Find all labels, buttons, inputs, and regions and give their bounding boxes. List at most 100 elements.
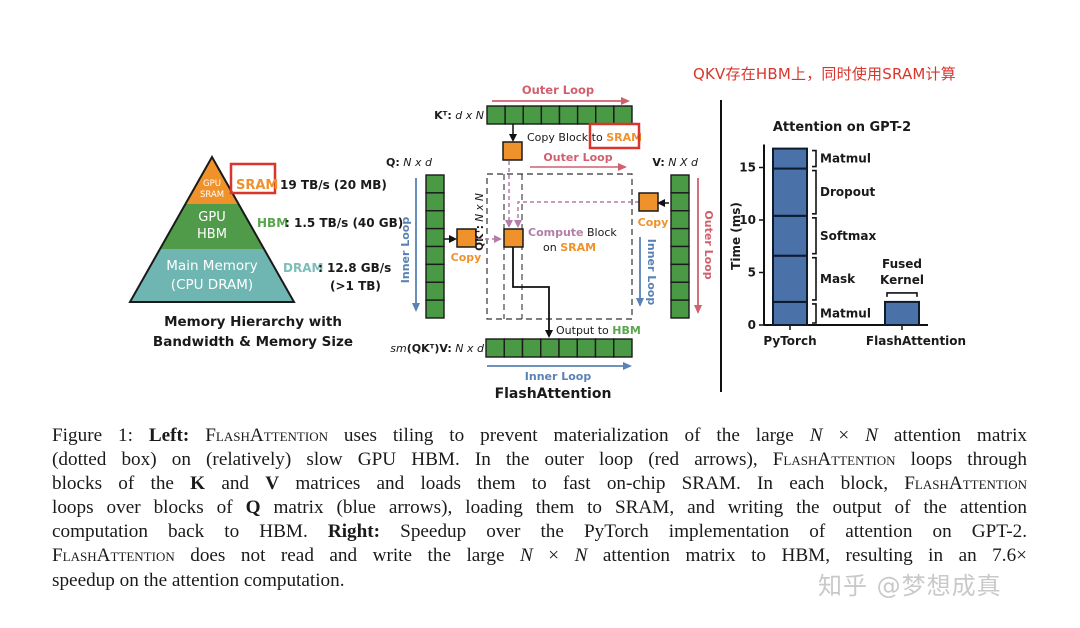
q-block [425,281,445,301]
caption-text: (dotted box) on (relatively) slow GPU HB… [52,449,773,471]
q-block [425,174,445,194]
copy-block-label: Copy Block to SRAM [527,131,642,144]
spec-hbm-value: : 1.5 TB/s (40 GB) [285,216,403,230]
fused-kernel-label: Fused [882,257,922,271]
kt-block [576,105,597,125]
kt-block [540,105,561,125]
segment-label: Dropout [820,185,876,199]
tier-sram-line1: GPU [203,179,221,189]
figure-caption: Figure 1: Left: FlashAttention uses tili… [52,424,1027,593]
caption-bold-text: K [190,473,206,495]
fused-kernel-bracket [886,292,918,297]
flashattention-title: FlashAttention [495,386,612,402]
sram-highlight-box [229,162,277,195]
segment-label: Matmul [820,306,871,320]
kt-block [522,105,543,125]
bar-segment-mask [772,254,808,303]
y-axis-label: Time (ms) [729,202,743,270]
caption-text: N [519,545,533,567]
out-label: sm(QKᵀ)V: N x d [390,342,485,355]
q-label: Q: N x d [386,156,433,169]
flashattention-term: FlashAttention [772,449,896,471]
caption-text: Figure 1: [52,425,149,446]
spec-dram-value2: (>1 TB) [330,279,381,293]
caption-line: FlashAttention does not read and write t… [52,544,1027,568]
spec-dram-value: : 12.8 GB/s [318,261,391,275]
flashattention-term: FlashAttention [52,545,175,567]
inner-loop-right-label: Inner Loop [645,239,658,306]
bar-segment-dropout [772,167,808,217]
v-block [670,299,690,319]
qkt-label: QKᵀ: N x N [474,193,486,251]
caption-text: attention matrix to HBM, resulting in an… [587,545,1027,567]
q-block [425,227,445,248]
caption-bold-text: V [265,473,280,495]
flashattention-term: FlashAttention [205,425,328,446]
spec-hbm-name: HBM [257,216,288,230]
kt-matrix [486,105,633,125]
caption-text: matrix (blue arrows), loading them to SR… [260,497,1027,519]
segment-bracket [812,149,817,168]
x-tick-label: FlashAttention [866,334,966,348]
q-block [425,245,445,266]
v-block [670,263,690,283]
kt-block [613,105,633,125]
caption-text: × [532,545,575,567]
caption-text: computation back to HBM. [52,521,328,543]
q-block [425,263,445,283]
caption-text: and [205,473,266,495]
figure-canvas: GPU SRAM GPU HBM Main Memory (CPU DRAM) … [128,83,966,402]
y-tick-label: 15 [739,161,756,175]
tier-dram-line1: Main Memory [166,258,257,274]
bar-segment-softmax [772,214,808,257]
spec-dram-name: DRAM [283,261,323,275]
pyramid-tier-dram [130,249,294,302]
compute-block-label: Compute Block [528,226,617,239]
bar-segment-matmul [772,300,808,326]
flashattention-diagram: Outer Loop Kᵀ: d x N Copy Block to SRAM … [386,83,715,402]
output-to-hbm-label: Output to HBM [556,324,641,337]
outer-loop-mid-label: Outer Loop [543,151,612,164]
v-block [670,174,690,194]
caption-bold-text: Q [245,497,261,519]
kt-block [558,105,579,125]
tier-hbm-line2: HBM [197,227,227,242]
tier-hbm-line1: GPU [198,210,225,225]
caption-text: loops over blocks of [52,497,246,519]
caption-bold-text: Left: [148,425,190,446]
inner-loop-left-label: Inner Loop [399,217,412,284]
caption-line: computation back to HBM. Right: Speedup … [52,520,1027,544]
caption-text: matrices and loads them to fast on-chip … [279,473,905,495]
flashattention-term: FlashAttention [904,473,1027,495]
caption-text: Speedup over the PyTorch implementation … [380,521,1028,543]
q-matrix [425,174,445,319]
memory-pyramid: GPU SRAM GPU HBM Main Memory (CPU DRAM) … [128,154,403,350]
copy-right-label: Copy [638,216,669,229]
caption-bold-text: Right: [327,521,381,543]
v-sram-block [638,192,659,212]
y-tick-label: 10 [739,213,756,227]
caption-line: loops over blocks of Q matrix (blue arro… [52,496,1027,520]
caption-text: attention matrix [877,425,1027,446]
v-matrix [670,174,690,319]
caption-text [189,425,205,446]
spec-sram-name: SRAM [236,178,278,193]
segment-bracket [812,256,817,301]
caption-text: does not read and write the large [174,545,520,567]
caption-line: (dotted box) on (relatively) slow GPU HB… [52,448,1027,472]
kt-label: Kᵀ: d x N [434,109,484,122]
caption-text: blocks of the [52,473,191,495]
kt-block [595,105,615,125]
outer-loop-top-label: Outer Loop [522,83,594,97]
segment-bracket [812,303,817,324]
gpt2-attention-chart: Attention on GPT-2 Time (ms) 051015PyTor… [729,120,966,348]
v-block [670,245,690,266]
output-arrow [512,247,553,338]
on-sram-label: on SRAM [543,241,596,254]
v-label: V: N X d [652,156,699,169]
chart-title: Attention on GPT-2 [773,120,911,135]
kt-block [504,105,524,125]
segment-bracket [812,169,817,215]
out-block [558,338,578,358]
pyramid-outline [128,154,296,303]
